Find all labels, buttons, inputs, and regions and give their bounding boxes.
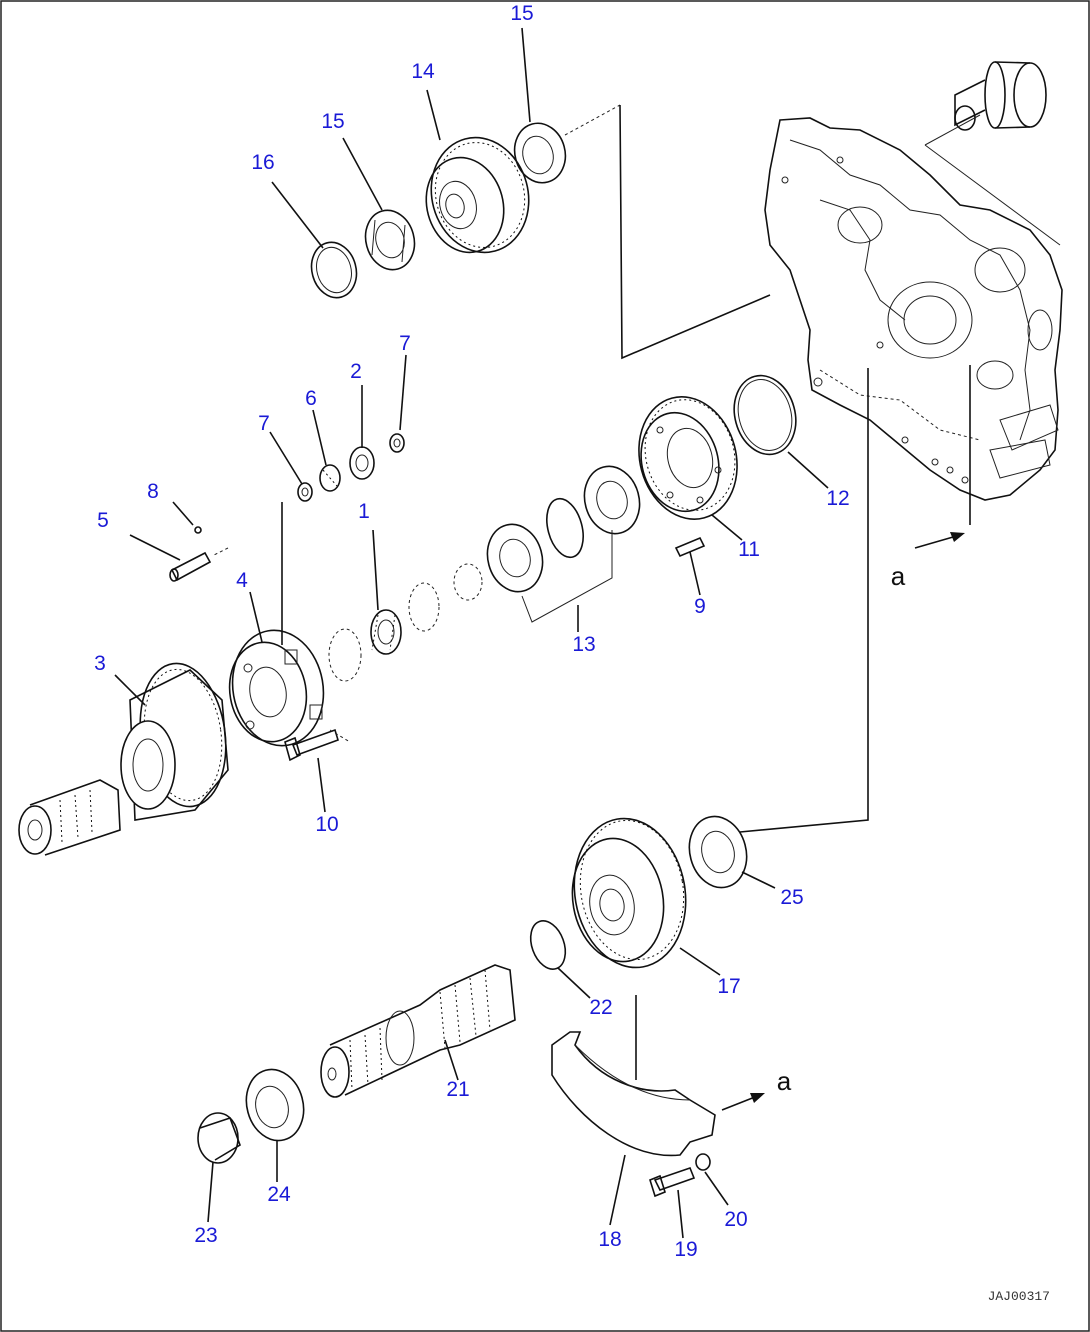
view-arrow-a-lower xyxy=(721,1093,765,1111)
callout-6: 6 xyxy=(305,387,317,410)
part-18-cover xyxy=(551,995,716,1157)
upper-axis-line xyxy=(564,104,621,136)
callout-16: 16 xyxy=(251,151,274,174)
part-15-bearing-right xyxy=(513,122,567,184)
callout-2: 2 xyxy=(350,360,362,383)
part-20-washer xyxy=(695,1153,711,1171)
callout-20: 20 xyxy=(724,1208,747,1231)
part-1-needle-bearing xyxy=(370,609,402,655)
part-16-snap-ring xyxy=(310,241,358,299)
callout-19: 19 xyxy=(674,1238,697,1261)
bracket-13 xyxy=(521,530,613,623)
part-23-cap xyxy=(197,1112,241,1164)
part-22-snap-ring xyxy=(529,920,567,970)
output-flange xyxy=(924,61,1061,246)
callout-7-right: 7 xyxy=(399,332,411,355)
part-21-output-shaft xyxy=(320,964,516,1098)
thrust-washer-b xyxy=(408,582,440,632)
callout-12: 12 xyxy=(826,487,849,510)
part-3-gear-hub xyxy=(120,662,229,821)
callout-10: 10 xyxy=(315,813,338,836)
lower-case-leader xyxy=(739,368,869,833)
callout-25: 25 xyxy=(780,886,803,909)
part-12-o-ring xyxy=(733,374,797,456)
callout-3: 3 xyxy=(94,652,106,675)
thrust-washer-a xyxy=(328,628,362,682)
part-13-bearing-right xyxy=(583,465,641,535)
part-13-bearing-left xyxy=(486,523,544,593)
callout-24: 24 xyxy=(267,1183,291,1206)
part-24-bearing xyxy=(245,1068,305,1142)
part-8-ball xyxy=(194,526,202,534)
part-7-washer-left xyxy=(297,482,313,502)
part-14-gear xyxy=(425,136,530,254)
part-7-washer-right xyxy=(389,433,405,453)
callout-15-top: 15 xyxy=(510,2,533,25)
callout-15-left: 15 xyxy=(321,110,344,133)
callout-23: 23 xyxy=(194,1224,217,1247)
callout-17: 17 xyxy=(717,975,740,998)
part-9-dowel xyxy=(674,536,706,558)
callout-8: 8 xyxy=(147,480,159,503)
callout-4: 4 xyxy=(236,569,248,592)
part-25-bearing xyxy=(688,815,748,889)
callout-9: 9 xyxy=(694,595,706,618)
view-letter-a-lower: a xyxy=(777,1066,792,1096)
callout-14: 14 xyxy=(411,60,435,83)
pin-axis xyxy=(211,547,229,557)
part-15-bearing-left xyxy=(364,209,416,271)
callout-7-left: 7 xyxy=(258,412,270,435)
callout-labels: 15 14 15 16 7 2 6 7 8 5 1 4 3 12 11 9 13… xyxy=(94,2,850,1261)
view-letter-a-upper: a xyxy=(891,561,906,591)
part-10-bolt xyxy=(284,728,339,762)
part-19-bolt xyxy=(649,1166,696,1198)
callout-5: 5 xyxy=(97,509,109,532)
part-5-pin xyxy=(169,551,212,582)
part-11-ring-gear xyxy=(638,396,738,520)
input-shaft xyxy=(18,779,121,856)
view-arrow-a-upper xyxy=(914,532,965,549)
callout-21: 21 xyxy=(446,1078,469,1101)
part-13-snap-ring xyxy=(546,497,584,559)
collar xyxy=(453,563,483,601)
part-2-needle-bearing xyxy=(349,446,375,480)
leader-lines xyxy=(114,27,829,1239)
drawing-code: JAJ00317 xyxy=(988,1289,1050,1304)
transmission-case xyxy=(764,117,1063,501)
callout-22: 22 xyxy=(589,996,612,1019)
part-6-roller xyxy=(319,464,341,492)
callout-1: 1 xyxy=(358,500,370,523)
part-4-planet-carrier xyxy=(228,629,325,747)
callout-18: 18 xyxy=(598,1228,621,1251)
upper-case-leader xyxy=(619,104,771,360)
bolt-axis xyxy=(329,729,351,743)
part-17-gear xyxy=(571,817,687,969)
callout-13: 13 xyxy=(572,633,595,656)
callout-11: 11 xyxy=(738,538,760,561)
